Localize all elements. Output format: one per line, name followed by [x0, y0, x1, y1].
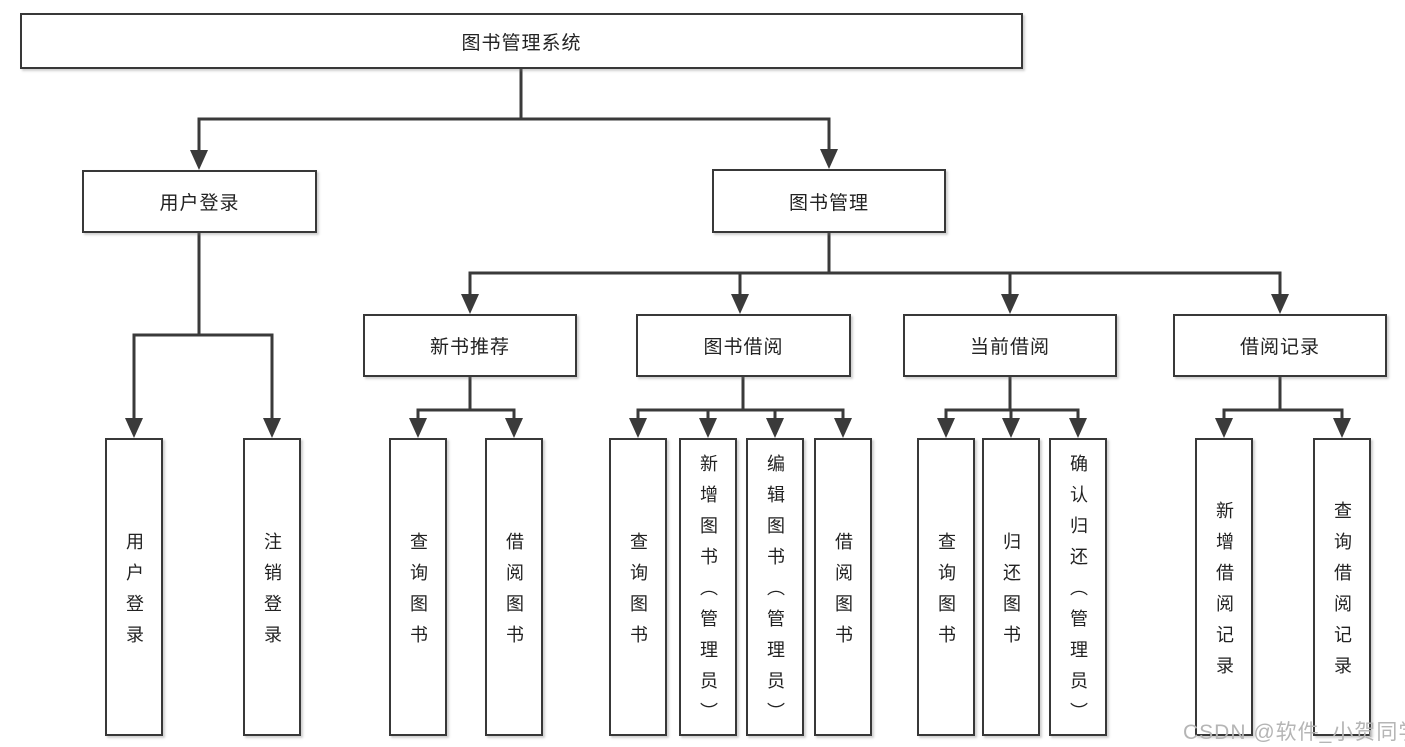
leaf-logout-login: 注销登录 — [243, 438, 301, 736]
leaf-query-books-current: 查询图书 — [917, 438, 975, 736]
leaf-edit-books-admin: 编辑图书（管理员） — [746, 438, 804, 736]
node-borrow-record: 借阅记录 — [1173, 314, 1387, 377]
leaf-add-borrow-record: 新增借阅记录 — [1195, 438, 1253, 736]
leaf-edit-books-admin-label: 编辑图书（管理员） — [765, 454, 785, 733]
node-book-borrow-label: 图书借阅 — [703, 337, 784, 358]
leaf-query-books-recommend-label: 查询图书 — [408, 531, 428, 656]
leaf-user-login: 用户登录 — [105, 438, 163, 736]
leaf-query-books-borrow-label: 查询图书 — [628, 531, 648, 656]
node-book-management: 图书管理 — [712, 169, 946, 233]
leaf-return-books-label: 归还图书 — [1001, 531, 1021, 656]
leaf-borrow-books-recommend-label: 借阅图书 — [504, 531, 524, 656]
node-borrow-record-label: 借阅记录 — [1239, 337, 1320, 358]
leaf-query-books-recommend: 查询图书 — [389, 438, 447, 736]
leaf-user-login-label: 用户登录 — [124, 531, 144, 656]
node-book-management-label: 图书管理 — [788, 192, 869, 214]
leaf-query-books-current-label: 查询图书 — [936, 531, 956, 656]
node-book-borrow: 图书借阅 — [636, 314, 851, 377]
csdn-watermark: CSDN @软件_小贺同学 — [1183, 721, 1405, 744]
leaf-logout-login-label: 注销登录 — [262, 531, 282, 656]
node-new-book-recommend-label: 新书推荐 — [429, 337, 510, 358]
node-user-login-label: 用户登录 — [159, 193, 240, 214]
node-new-book-recommend: 新书推荐 — [363, 314, 577, 377]
leaf-add-borrow-record-label: 新增借阅记录 — [1214, 500, 1234, 687]
leaf-confirm-return-admin: 确认归还（管理员） — [1049, 438, 1107, 736]
leaf-confirm-return-admin-label: 确认归还（管理员） — [1068, 454, 1088, 733]
node-current-borrow-label: 当前借阅 — [969, 337, 1050, 358]
leaf-query-borrow-record-label: 查询借阅记录 — [1332, 500, 1352, 687]
node-root: 图书管理系统 — [20, 13, 1023, 69]
leaf-return-books: 归还图书 — [982, 438, 1040, 736]
node-user-login: 用户登录 — [82, 170, 317, 233]
node-current-borrow: 当前借阅 — [903, 314, 1117, 377]
leaf-borrow-books-borrow-label: 借阅图书 — [833, 531, 853, 656]
node-root-label: 图书管理系统 — [461, 32, 582, 54]
leaf-query-borrow-record: 查询借阅记录 — [1313, 438, 1371, 736]
leaf-query-books-borrow: 查询图书 — [609, 438, 667, 736]
leaf-add-books-admin-label: 新增图书（管理员） — [698, 454, 718, 733]
leaf-borrow-books-recommend: 借阅图书 — [485, 438, 543, 736]
leaf-add-books-admin: 新增图书（管理员） — [679, 438, 737, 736]
leaf-borrow-books-borrow: 借阅图书 — [814, 438, 872, 736]
